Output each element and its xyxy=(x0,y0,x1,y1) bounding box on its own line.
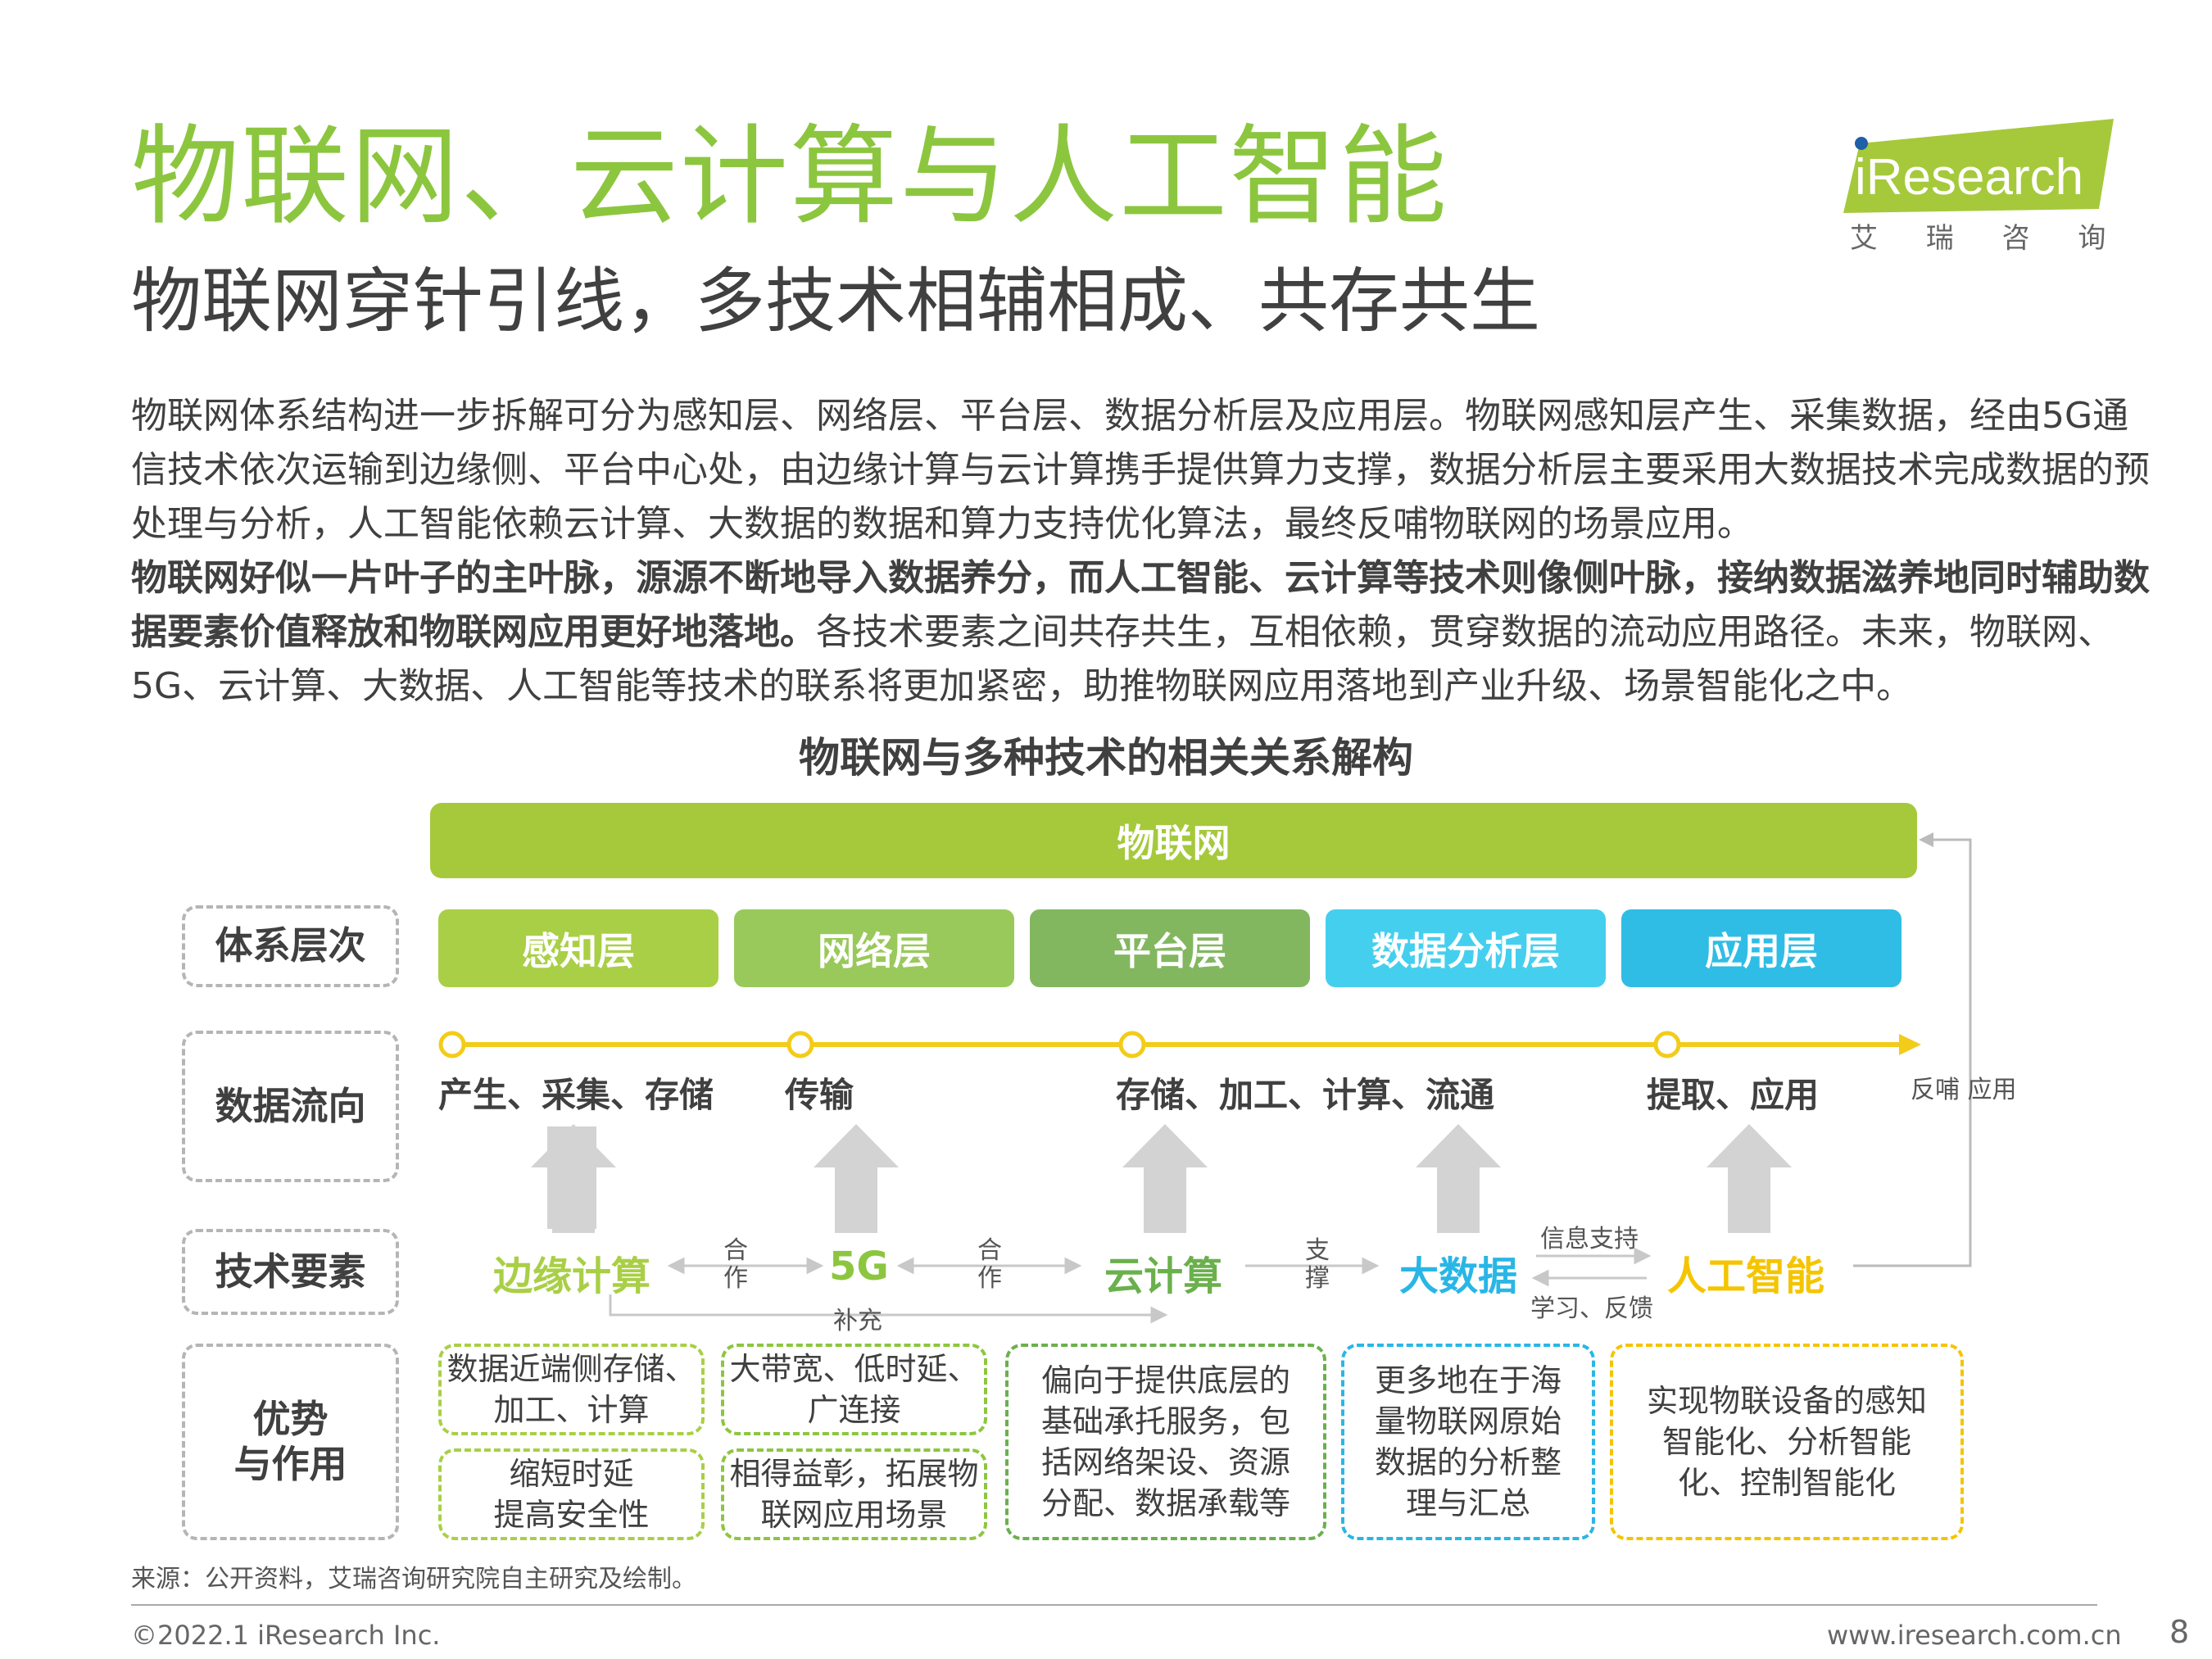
adv-edge-2-line2: 提高安全性 xyxy=(493,1497,650,1533)
up-arrow-3 xyxy=(1122,1124,1208,1233)
relation-coop2: 合 作 xyxy=(976,1237,1004,1293)
relation-coop2-a: 合 xyxy=(977,1236,1002,1265)
page-subtitle: 物联网穿针引线，多技术相辅相成、共存共生 xyxy=(131,261,1540,342)
up-arrow-1b xyxy=(531,1124,616,1233)
diagram-title: 物联网与多种技术的相关关系解构 xyxy=(799,734,1413,782)
page-title: 物联网、云计算与人工智能 xyxy=(131,114,1448,240)
iresearch-logo: iResearch 艾 瑞 咨 询 xyxy=(1843,119,2114,255)
logo-wordmark: iResearch xyxy=(1855,149,2083,206)
paragraph-line1: 物联网体系结构进一步拆解可分为感知层、网络层、平台层、数据分析层及应用层。物联网… xyxy=(131,395,2150,545)
row-label-flow: 数据流向 xyxy=(182,1031,399,1182)
adv-5g-2: 相得益彰，拓展物联网应用场景 xyxy=(721,1448,987,1540)
tech-edge-computing: 边缘计算 xyxy=(493,1253,651,1299)
relation-info-support: 信息支持 xyxy=(1540,1225,1639,1253)
row-label-layers: 体系层次 xyxy=(182,905,399,987)
tech-cloud: 云计算 xyxy=(1104,1253,1223,1299)
relation-coop1-b: 作 xyxy=(723,1264,748,1293)
adv-edge-2: 缩短时延 提高安全性 xyxy=(438,1448,705,1540)
flow-label-apply: 提取、应用 xyxy=(1647,1075,1820,1115)
adv-edge-1: 数据近端侧存储、加工、计算 xyxy=(438,1344,705,1435)
tech-bigdata: 大数据 xyxy=(1399,1253,1518,1299)
page-number: 8 xyxy=(2169,1614,2190,1650)
logo-icon: iResearch xyxy=(1843,119,2114,213)
adv-ai: 实现物联设备的感知智能化、分析智能化、控制智能化 xyxy=(1610,1344,1964,1540)
row-label-advantage-1: 优势 xyxy=(252,1396,329,1441)
adv-bigdata: 更多地在于海量物联网原始数据的分析整理与汇总 xyxy=(1341,1344,1595,1540)
feedback-loop-line xyxy=(1853,838,1972,1267)
iot-top-bar: 物联网 xyxy=(430,803,1917,878)
tech-5g: 5G xyxy=(829,1244,889,1290)
flow-label-transfer: 传输 xyxy=(785,1075,854,1115)
feedback-label: 反哺 应用 xyxy=(1911,1076,2017,1104)
supplement-arrow xyxy=(609,1294,1155,1317)
layer-network: 网络层 xyxy=(734,909,1014,987)
row-label-advantage: 优势 与作用 xyxy=(182,1344,399,1540)
row-label-tech: 技术要素 xyxy=(182,1229,399,1315)
flow-node-4 xyxy=(1653,1031,1681,1058)
relation-support-a: 支 xyxy=(1305,1236,1330,1265)
relation-support-b: 撑 xyxy=(1305,1264,1330,1293)
footer-divider xyxy=(131,1604,2097,1606)
paragraph-bold: 物联网好似一片叶子的主叶脉，源源不断地导入数据养分，而人工智能、云计算等技术则像… xyxy=(131,557,2150,653)
flow-label-generate: 产生、采集、存储 xyxy=(438,1075,714,1115)
tech-ai: 人工智能 xyxy=(1667,1253,1825,1299)
adv-cloud: 偏向于提供底层的基础承托服务，包括网络架设、资源分配、数据承载等 xyxy=(1005,1344,1326,1540)
relation-supplement: 补充 xyxy=(833,1307,882,1335)
relation-coop2-b: 作 xyxy=(977,1264,1002,1293)
layer-analysis: 数据分析层 xyxy=(1326,909,1606,987)
adv-edge-2-line1: 缩短时延 xyxy=(509,1456,634,1492)
relation-learn-feedback: 学习、反馈 xyxy=(1530,1294,1653,1323)
layer-application: 应用层 xyxy=(1621,909,1902,987)
relation-support: 支 撑 xyxy=(1303,1237,1331,1293)
up-arrows xyxy=(531,1124,1792,1233)
paragraph-normal: 各技术要素之间共存共生，互相依赖，贯穿数据的流动应用路径。未来，物联网、5G、云… xyxy=(131,611,2114,707)
website-link[interactable]: www.iresearch.com.cn xyxy=(1827,1620,2122,1651)
flow-node-3 xyxy=(1118,1031,1146,1058)
row-label-advantage-2: 与作用 xyxy=(233,1442,347,1486)
copyright: ©2022.1 iResearch Inc. xyxy=(131,1620,441,1651)
flow-node-2 xyxy=(786,1031,814,1058)
flow-node-1 xyxy=(438,1031,466,1058)
up-arrow-2 xyxy=(814,1124,899,1233)
relation-coop1: 合 作 xyxy=(722,1237,750,1293)
intro-paragraph: 物联网体系结构进一步拆解可分为感知层、网络层、平台层、数据分析层及应用层。物联网… xyxy=(131,389,2155,714)
adv-5g-1: 大带宽、低时延、广连接 xyxy=(721,1344,987,1435)
up-arrow-4 xyxy=(1416,1124,1501,1233)
layer-platform: 平台层 xyxy=(1030,909,1310,987)
layer-perception: 感知层 xyxy=(438,909,718,987)
up-arrow-5 xyxy=(1707,1124,1792,1233)
relation-coop1-a: 合 xyxy=(723,1236,748,1265)
logo-chinese: 艾 瑞 咨 询 xyxy=(1850,222,2126,255)
feedback-arrowhead xyxy=(1919,832,1933,847)
source-note: 来源：公开资料，艾瑞咨询研究院自主研究及绘制。 xyxy=(131,1565,696,1593)
flow-arrowhead xyxy=(1899,1034,1921,1055)
flow-label-process: 存储、加工、计算、流通 xyxy=(1116,1075,1495,1115)
